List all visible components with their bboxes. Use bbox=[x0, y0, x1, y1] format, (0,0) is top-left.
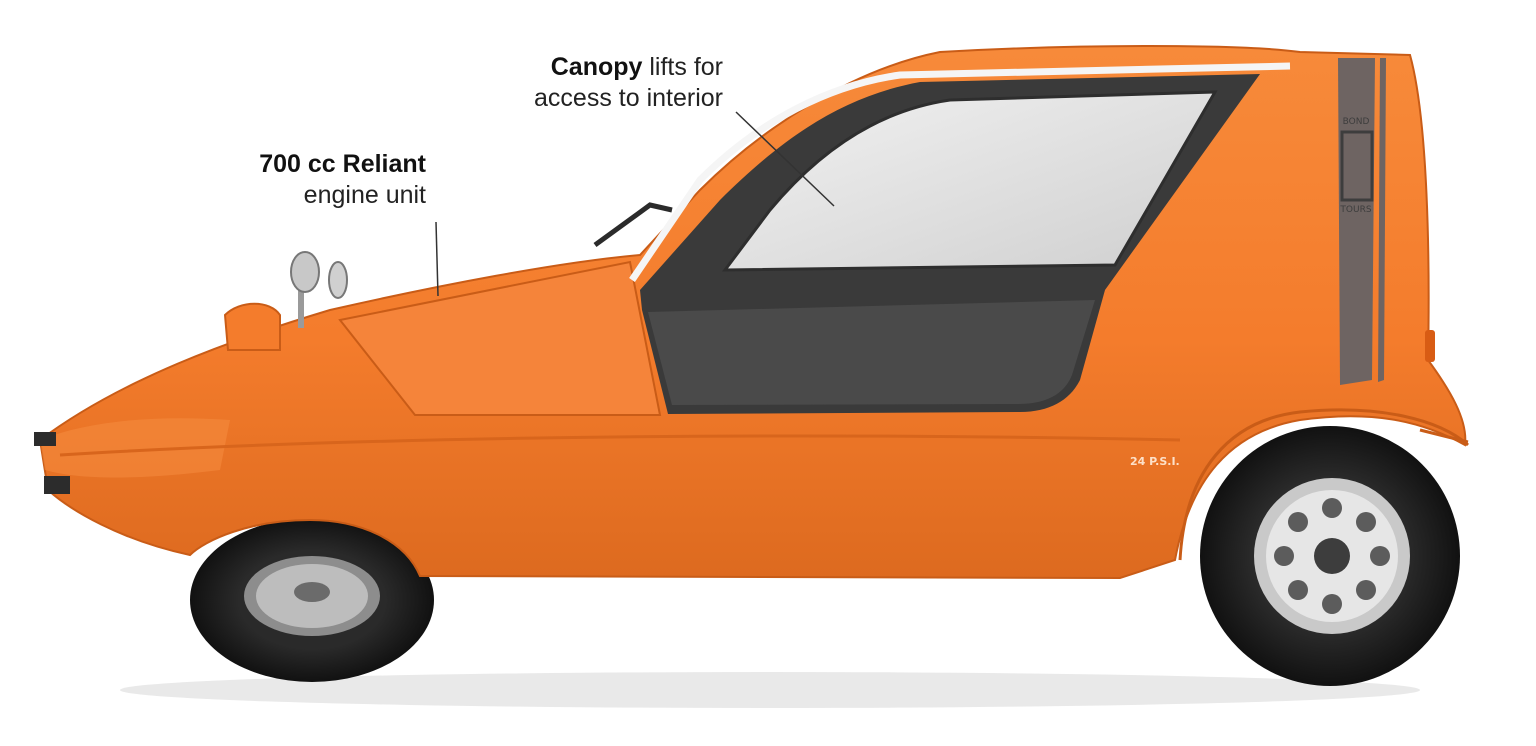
ground-shadow bbox=[120, 672, 1420, 708]
canopy-callout-text-line1: lifts for bbox=[642, 53, 723, 81]
rear-badge: BOND TOURS bbox=[1339, 117, 1374, 215]
tyre-pressure-label: 24 P.S.I. bbox=[1130, 455, 1180, 468]
engine-callout-text: engine unit bbox=[303, 181, 426, 209]
engine-callout-bold: 700 cc Reliant bbox=[259, 150, 426, 178]
engine-leader-line bbox=[435, 221, 439, 297]
door-panel bbox=[648, 300, 1095, 405]
canopy-callout-bold: Canopy bbox=[550, 53, 643, 81]
svg-text:BOND: BOND bbox=[1343, 117, 1370, 127]
front-wheel bbox=[190, 518, 434, 682]
canopy-glass bbox=[721, 90, 1218, 272]
wing-mirror bbox=[290, 251, 348, 328]
svg-text:TOURS: TOURS bbox=[1339, 205, 1371, 215]
canopy-callout-text-line2: access to interior bbox=[534, 84, 723, 112]
canopy-trim bbox=[629, 62, 1291, 282]
canopy-callout: Canopy lifts for access to interior bbox=[470, 52, 723, 114]
canopy-leader-line bbox=[735, 111, 835, 207]
bonnet-panel bbox=[338, 260, 662, 416]
rear-stripe bbox=[1338, 58, 1375, 385]
rear-wheel bbox=[1200, 426, 1460, 686]
engine-callout: 700 cc Reliant engine unit bbox=[200, 149, 426, 211]
